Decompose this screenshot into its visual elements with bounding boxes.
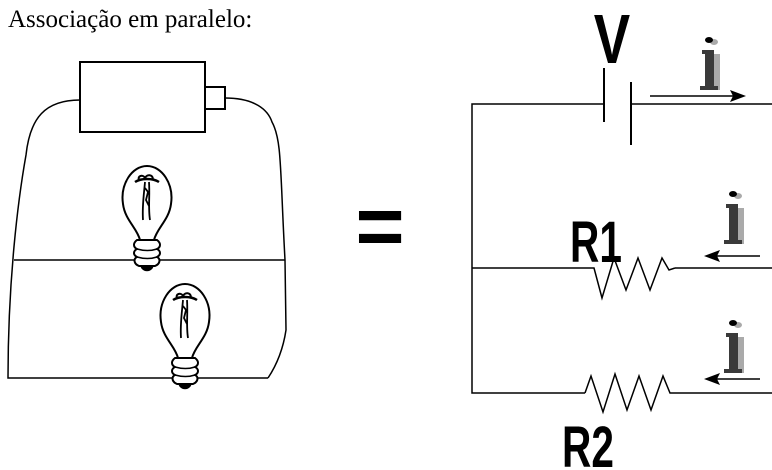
equals-sign: = xyxy=(355,179,404,273)
figure-caption: Associação em paralelo: xyxy=(8,6,253,33)
lightbulb-2-icon xyxy=(159,282,211,390)
battery-icon xyxy=(79,61,206,133)
lightbulb-1-icon xyxy=(121,164,173,272)
arrow-left-icon xyxy=(704,250,760,262)
resistor-1-label: R1 xyxy=(570,210,622,275)
arrow-right-icon xyxy=(650,90,746,102)
battery-terminal xyxy=(204,86,226,110)
resistor-2-icon xyxy=(584,371,675,415)
resistor-2-label: R2 xyxy=(562,415,614,470)
arrow-left-icon xyxy=(704,373,760,385)
voltage-label: V xyxy=(594,1,631,79)
resistor-1-icon xyxy=(585,255,676,301)
wire-left-outer xyxy=(7,99,268,379)
wire-right-outer xyxy=(224,97,287,379)
current-symbol-icon xyxy=(700,37,720,90)
circuit-schematic: V R1 R2 xyxy=(471,1,772,470)
current-symbol-icon xyxy=(724,320,744,373)
schematic-wire-left xyxy=(471,103,604,394)
current-symbol-icon xyxy=(724,191,744,244)
